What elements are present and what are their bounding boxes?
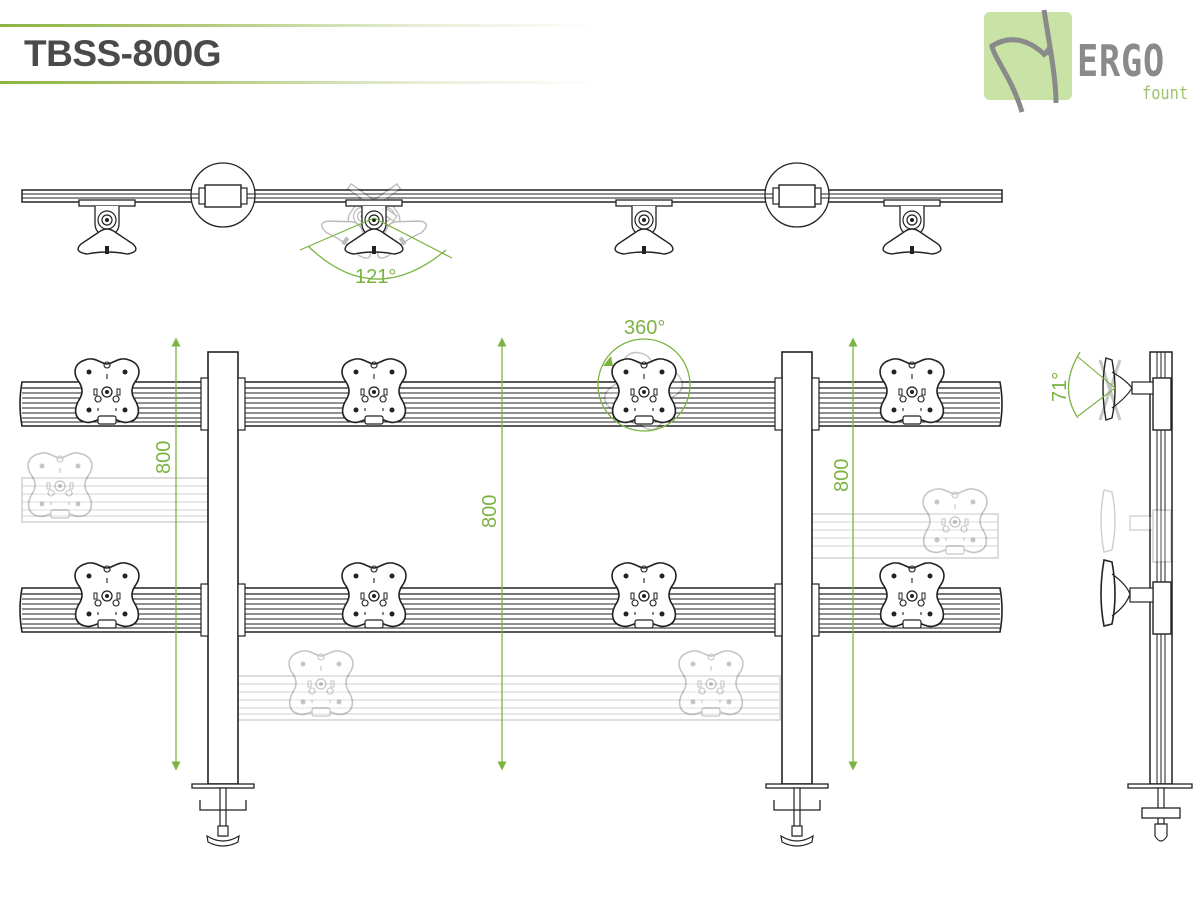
swivel-dimension: 121° [299, 217, 453, 288]
pole-connector-right [764, 162, 830, 228]
logo-swoosh-icon [989, 9, 1059, 113]
height-dimension-right: 800 [831, 337, 858, 771]
height-label-center: 800 [479, 495, 501, 528]
model-title: TBSS-800G [24, 33, 222, 74]
top-view-head-1 [77, 199, 137, 255]
pole-right [774, 351, 820, 785]
ghost-vesa-left [28, 453, 92, 518]
ghost-vesa-right [923, 489, 987, 554]
rotation-angle-label: 360° [624, 317, 665, 339]
height-label-left: 800 [153, 441, 175, 474]
desk-clamp-left [191, 783, 255, 847]
side-desk-clamp [1127, 783, 1193, 842]
vesa-plate-lower-2 [341, 562, 407, 629]
rotation-arrow-icon [603, 356, 613, 366]
swivel-angle-label: 121° [355, 266, 396, 288]
header: TBSS-800G [0, 0, 620, 100]
side-arm-middle-ghost [1100, 489, 1172, 563]
vesa-plate-upper-2 [341, 358, 407, 425]
top-view: 121° [21, 162, 1003, 288]
front-view: 360° 800 800 800 [19, 317, 1003, 847]
ghost-vesa-bottom-2 [679, 651, 743, 716]
vesa-plate-upper-1 [74, 358, 140, 425]
height-dimension-center: 800 [479, 337, 507, 771]
vesa-plate-upper-3 [611, 358, 677, 425]
lower-rail [19, 587, 1003, 633]
pole-left [200, 351, 246, 785]
side-arm-upper [1102, 357, 1172, 431]
logo-wordmark: ERGO [1077, 36, 1165, 87]
vesa-plate-lower-4 [879, 562, 945, 629]
ghost-vesa-bottom-1 [289, 651, 353, 716]
side-view: 71° [1049, 351, 1193, 842]
top-rail [21, 189, 1003, 203]
header-rule-top [0, 24, 600, 27]
upper-rail [19, 381, 1003, 427]
desk-clamp-right [765, 783, 829, 847]
tilt-dimension: 71° [1049, 351, 1116, 419]
top-view-head-3 [614, 199, 674, 255]
vesa-plate-lower-1 [74, 562, 140, 629]
header-rule-bottom [0, 81, 600, 84]
brand-logo: ERGO fount [984, 8, 1194, 116]
side-arm-lower [1100, 559, 1172, 635]
height-dimension-left: 800 [153, 337, 181, 771]
vesa-plate-upper-4 [879, 358, 945, 425]
pole-connector-left [190, 162, 256, 228]
height-label-right: 800 [831, 459, 853, 492]
side-arm-upper-ghost [1098, 359, 1122, 421]
vesa-plate-lower-3 [611, 562, 677, 629]
tilt-angle-label: 71° [1049, 372, 1071, 402]
rotation-dimension: 360° [597, 317, 691, 432]
logo-subtext: fount [1142, 83, 1189, 104]
top-view-head-4 [882, 199, 942, 255]
